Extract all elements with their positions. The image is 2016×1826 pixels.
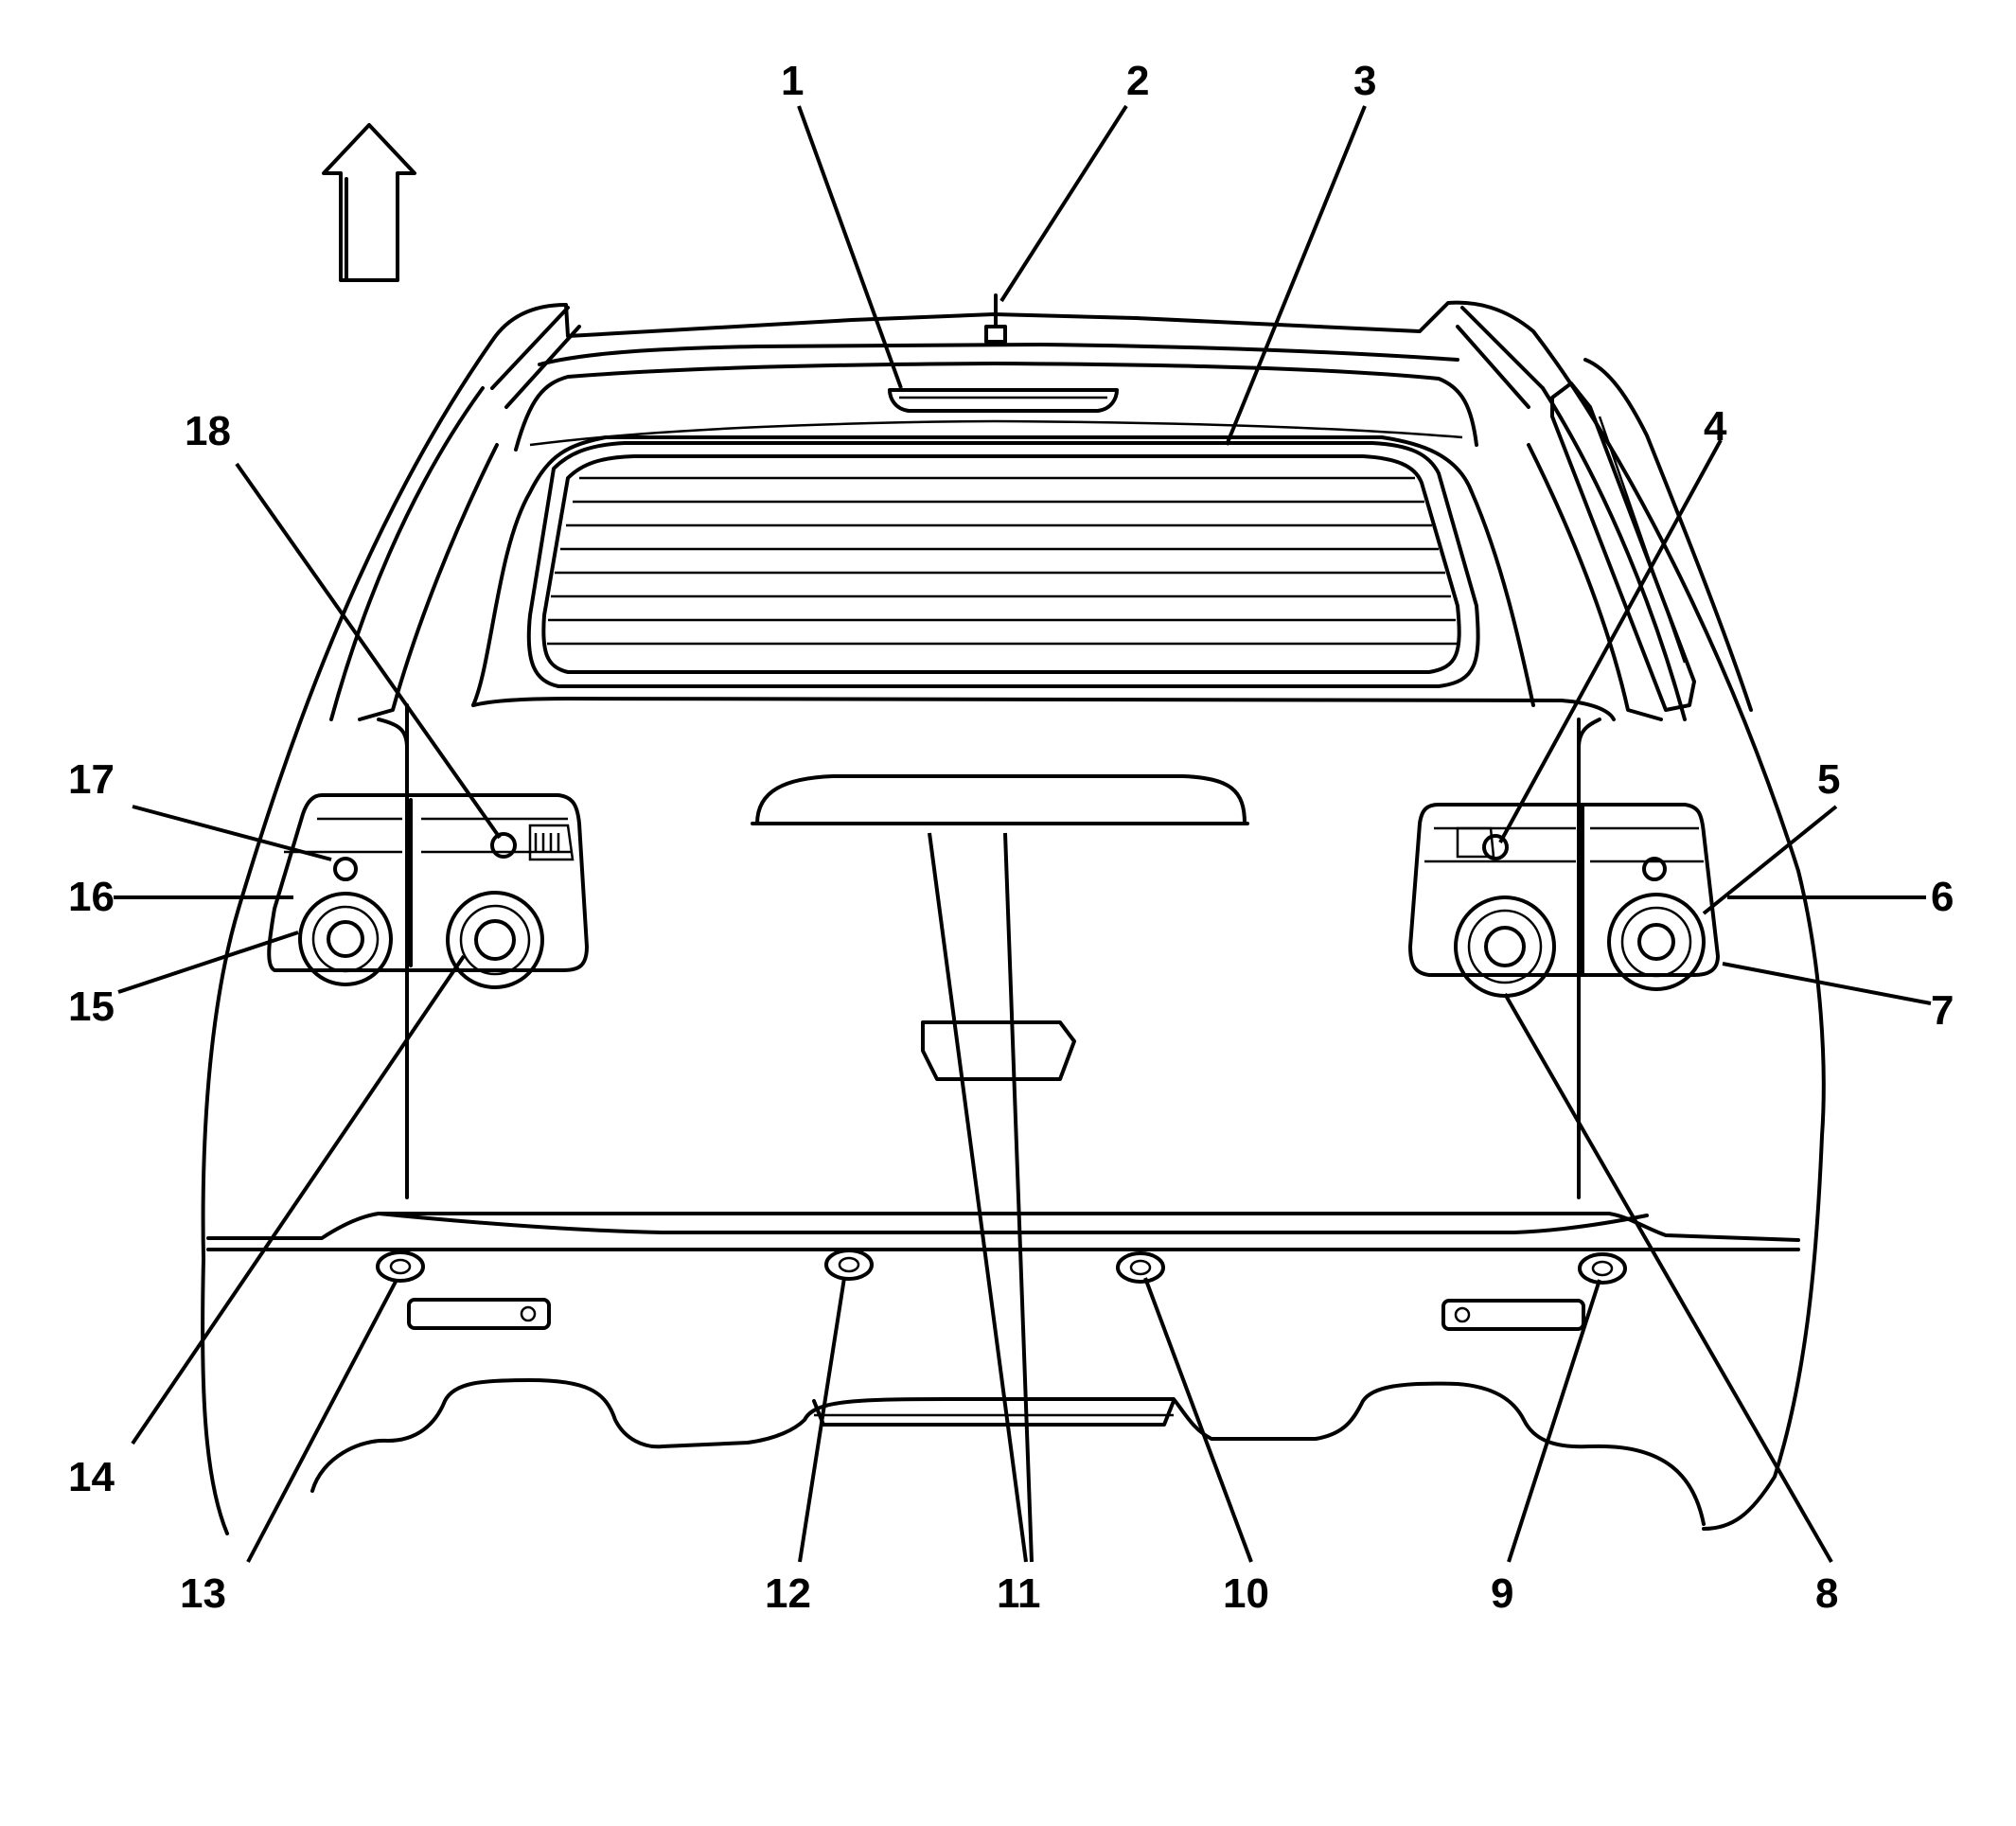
callout-14: 14 [68,1454,115,1500]
callout-18: 18 [185,408,231,454]
callout-4: 4 [1704,403,1727,450]
antenna [984,293,1007,344]
callout-2: 2 [1126,58,1149,104]
vehicle-body [201,300,1826,1535]
left-tail-lamp [267,793,589,989]
callout-labels: 1 2 3 4 5 6 7 8 9 10 11 12 13 14 15 16 1… [68,58,1954,1617]
callout-12: 12 [765,1570,811,1617]
liftgate-handle [751,774,1249,1081]
callout-10: 10 [1223,1570,1269,1617]
callout-9: 9 [1491,1570,1513,1617]
callout-leaders [114,104,1932,1563]
callout-3: 3 [1353,58,1376,104]
park-assist-sensors [376,1249,1627,1285]
callout-16: 16 [68,874,115,920]
bumper-reflectors [407,1298,1585,1331]
right-tail-lamp [1408,803,1720,998]
callout-11: 11 [997,1570,1041,1617]
rear-window-defogger [526,441,1480,688]
callout-5: 5 [1817,756,1840,803]
forward-arrow-icon [322,123,416,282]
callout-13: 13 [180,1570,226,1617]
callout-7: 7 [1931,987,1954,1034]
high-mount-stop-lamp [888,388,1119,413]
callout-1: 1 [781,58,804,104]
callout-15: 15 [68,984,115,1030]
callout-8: 8 [1815,1570,1838,1617]
callout-17: 17 [68,756,115,803]
callout-6: 6 [1931,874,1954,920]
